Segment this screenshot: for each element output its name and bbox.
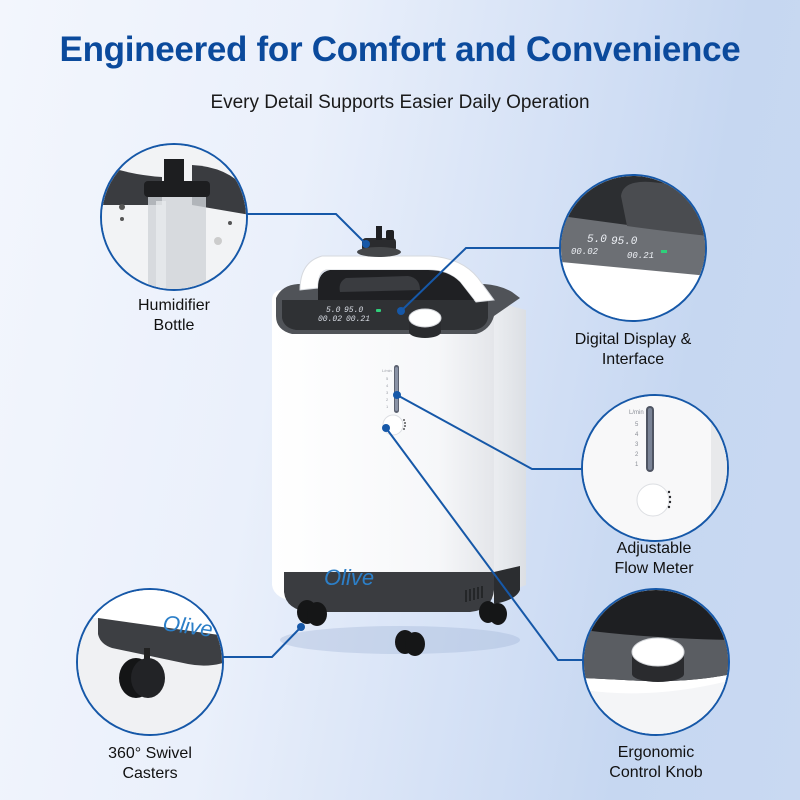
svg-text:4: 4 (635, 432, 639, 438)
callout-humidifier-bottle (100, 143, 248, 291)
display-reading-timer1: 00.02 (318, 315, 342, 324)
svg-text:L/min: L/min (629, 410, 644, 416)
callout-control-knob (582, 588, 730, 736)
svg-text:5: 5 (386, 376, 389, 381)
display-reading-flow: 5.0 (326, 306, 341, 315)
svg-text:4: 4 (386, 383, 389, 388)
status-led (376, 309, 381, 312)
humidifier-bottle-icon (102, 145, 246, 289)
label-digital-display: Digital Display & Interface (574, 331, 692, 368)
svg-text:2: 2 (386, 397, 389, 402)
display-reading-purity: 95.0 (344, 306, 363, 315)
svg-text:00.21: 00.21 (627, 251, 654, 261)
svg-text:L/min: L/min (382, 368, 392, 373)
svg-text:1: 1 (635, 462, 639, 468)
callout-digital-display: 5.0 95.0 00.02 00.21 (559, 174, 707, 322)
svg-text:00.02: 00.02 (571, 247, 599, 257)
label-flow-meter: Adjustable Flow Meter (614, 540, 694, 577)
brand-logo: Olive (324, 565, 374, 590)
oxygen-concentrator-image: 5.0 95.0 00.02 00.21 L/min 5 4 3 2 1 Olive (272, 226, 526, 656)
label-control-knob: Ergonomic Control Knob (609, 744, 703, 781)
svg-text:1: 1 (386, 404, 389, 409)
label-swivel-casters: 360° Swivel Casters (108, 745, 192, 782)
display-reading-timer2: 00.21 (346, 315, 370, 324)
digital-display-icon: 5.0 95.0 00.02 00.21 (561, 176, 705, 320)
svg-text:5.0: 5.0 (587, 234, 607, 246)
callout-swivel-casters: Olive (76, 588, 224, 736)
page-subtitle: Every Detail Supports Easier Daily Opera… (210, 92, 590, 113)
svg-text:3: 3 (386, 390, 389, 395)
svg-text:95.0: 95.0 (611, 236, 638, 248)
flow-meter-icon: L/min 5 4 3 2 1 (583, 396, 727, 540)
svg-text:5: 5 (635, 422, 639, 428)
page-title: Engineered for Comfort and Convenience (59, 30, 741, 69)
swivel-caster-icon: Olive (78, 590, 222, 734)
control-knob-icon (584, 590, 728, 734)
label-humidifier-bottle: Humidifier Bottle (137, 297, 210, 334)
svg-text:2: 2 (635, 452, 639, 458)
svg-text:3: 3 (635, 442, 639, 448)
callout-flow-meter: L/min 5 4 3 2 1 (581, 394, 729, 542)
